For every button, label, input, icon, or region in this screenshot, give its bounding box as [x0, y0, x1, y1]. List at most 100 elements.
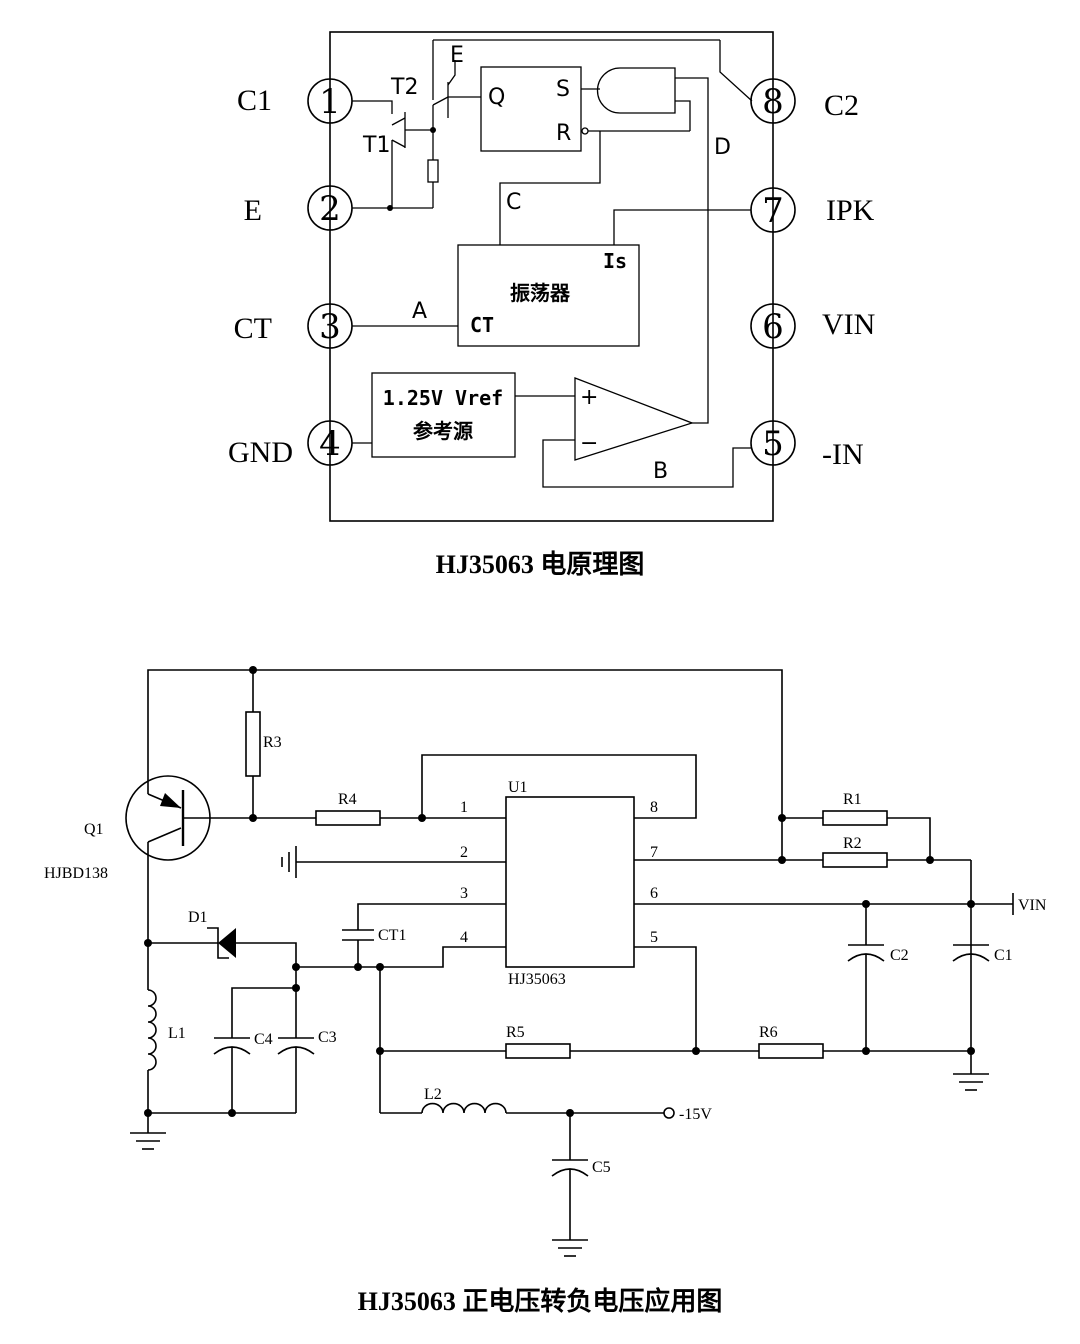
pin-3: 3 CT	[234, 303, 353, 349]
ic-pin-8: 8	[650, 799, 658, 816]
ic-pin-3: 3	[460, 885, 468, 902]
resistor-r2: R2	[634, 835, 971, 868]
resistor-r6: R6	[758, 1024, 975, 1059]
ic-pin-6: 6	[650, 885, 658, 902]
and-gate: D	[596, 67, 731, 424]
inductor-l1: L1	[144, 943, 186, 1133]
label-r4: R4	[338, 791, 357, 808]
label-c5: C5	[592, 1159, 611, 1176]
pin-label: VIN	[822, 308, 875, 341]
ground-left	[130, 1132, 166, 1150]
label-q: Q	[488, 85, 505, 110]
diode-d1: D1	[144, 909, 297, 967]
application-circuit: R3 Q1 HJBD138 R4 U1 HJ35063	[44, 666, 1047, 1316]
pin-number: 7	[762, 191, 784, 231]
resistor-r5: R5	[376, 967, 759, 1113]
pin-2: 2 E	[244, 185, 353, 231]
label-u1: U1	[508, 779, 528, 796]
label-q1-part: HJBD138	[44, 865, 108, 882]
pin-label: C1	[237, 84, 272, 117]
output-terminal: -15V	[663, 1106, 712, 1123]
rs-latch: Q S R C	[480, 66, 690, 245]
label-c2: C2	[890, 947, 909, 964]
ic-pin-1: 1	[460, 799, 468, 816]
label-r2: R2	[843, 835, 862, 852]
label-r6: R6	[759, 1024, 778, 1041]
ground-right	[953, 1051, 989, 1091]
ic-pin-4: 4	[460, 929, 468, 946]
label-l2: L2	[424, 1086, 442, 1103]
ic-u1: U1 HJ35063 1 2 3 4 8 7 6 5	[460, 779, 658, 988]
capacitor-c1: C1	[952, 944, 1013, 964]
chip-outline	[329, 31, 774, 522]
label-vin: VIN	[1018, 897, 1047, 914]
resistor-r4: R4	[253, 754, 697, 826]
resistor-r3: R3	[245, 670, 282, 822]
label-r1: R1	[843, 791, 862, 808]
ic-pin-7: 7	[650, 844, 658, 861]
resistor-r1: R1	[778, 791, 931, 860]
label-q1: Q1	[84, 821, 104, 838]
label-t2: T2	[390, 75, 418, 100]
label-c4: C4	[254, 1031, 273, 1048]
ic-pin-5: 5	[650, 929, 658, 946]
label-ic-part: HJ35063	[508, 971, 566, 988]
label-d: D	[714, 135, 731, 160]
label-r3: R3	[263, 734, 282, 751]
oscillator-ct: CT	[470, 313, 494, 337]
pin-number: 6	[762, 307, 784, 347]
comparator: + − B	[542, 377, 751, 488]
transistor-q1: Q1 HJBD138	[44, 775, 253, 943]
label-a: A	[412, 299, 427, 324]
pin-label: IPK	[826, 194, 875, 227]
label-l1: L1	[168, 1025, 186, 1042]
pin-7: 7 IPK	[750, 187, 875, 233]
pin-label: GND	[228, 436, 293, 469]
capacitor-ct1: CT1	[342, 903, 506, 967]
inductor-l2: L2	[380, 1086, 664, 1117]
vin-net: VIN	[634, 860, 1047, 1051]
label-output: -15V	[679, 1106, 712, 1123]
pin-6: 6 VIN	[750, 303, 875, 349]
pin-number: 4	[319, 424, 341, 464]
label-b: B	[653, 459, 668, 484]
capacitor-c2: C2	[847, 904, 909, 1051]
diagram-2-caption: HJ35063 正电压转负电压应用图	[358, 1286, 723, 1316]
darlington-transistors: T1 T2 E	[352, 39, 753, 211]
pin-number: 2	[319, 189, 341, 229]
internal-schematic: 1 C1 2 E 3 CT 4 GND 8 C2 7 IPK	[228, 31, 875, 579]
vref-label: 1.25V Vref	[383, 386, 503, 410]
pin-number: 3	[319, 307, 341, 347]
pin-1: 1 C1	[237, 78, 353, 124]
vref-block: 1.25V Vref 参考源	[352, 372, 575, 458]
capacitor-c5: C5	[551, 1113, 611, 1257]
oscillator-label: 振荡器	[510, 281, 571, 305]
label-c: C	[506, 190, 521, 215]
pin-label: CT	[234, 312, 272, 345]
oscillator-is: Is	[603, 249, 627, 273]
comparator-plus: +	[580, 385, 598, 410]
diagram-1-caption: HJ35063 电原理图	[436, 550, 645, 579]
ic-pin-2: 2	[460, 844, 468, 861]
oscillator-block: 振荡器 CT Is A	[352, 209, 751, 347]
comparator-minus: −	[580, 431, 598, 456]
vref-cn-label: 参考源	[413, 419, 473, 443]
label-c1: C1	[994, 947, 1013, 964]
pin-label: C2	[824, 89, 859, 122]
pin-number: 5	[762, 424, 784, 464]
label-t1: T1	[362, 133, 390, 158]
pin-label: E	[244, 194, 262, 227]
label-r5: R5	[506, 1024, 525, 1041]
label-e: E	[450, 43, 464, 68]
ground-pin2	[281, 846, 506, 878]
capacitors-c3-c4: C4 C3	[148, 967, 337, 1117]
label-r: R	[556, 121, 571, 146]
label-d1: D1	[188, 909, 208, 926]
pin-4: 4 GND	[228, 420, 353, 469]
label-c3: C3	[318, 1029, 337, 1046]
pin-label: -IN	[822, 438, 864, 471]
pin-8: 8 C2	[750, 78, 859, 124]
pin-number: 8	[762, 82, 784, 122]
label-s: S	[556, 77, 570, 102]
